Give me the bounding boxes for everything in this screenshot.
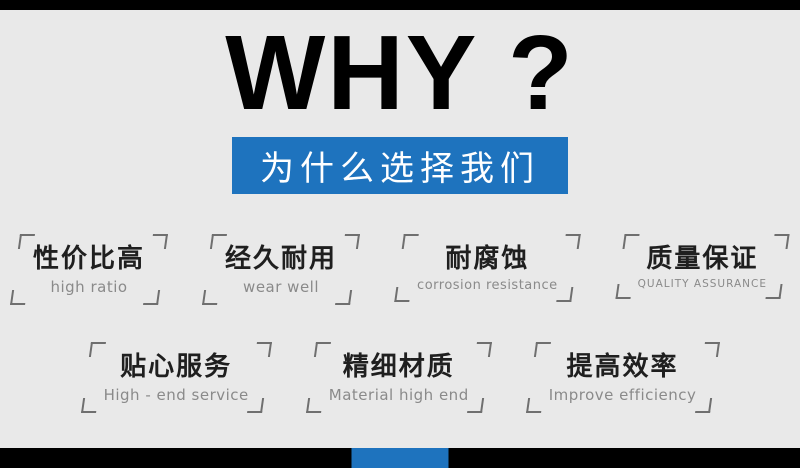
feature-subtitle: Material high end <box>328 386 469 405</box>
feature-subtitle: QUALITY ASSURANCE <box>637 278 767 291</box>
bottom-black-bar <box>0 448 800 468</box>
feature-title: 贴心服务 <box>120 352 233 382</box>
corner-bracket-top-right <box>150 234 169 249</box>
feature-title: 质量保证 <box>646 244 759 274</box>
corner-bracket-bottom-left <box>80 398 98 414</box>
corner-bracket-bottom-right <box>246 398 264 414</box>
subtitle-text: 为什么选择我们 <box>260 149 540 189</box>
feature-subtitle: High - end service <box>103 386 249 405</box>
corner-bracket-bottom-left <box>525 398 543 414</box>
corner-bracket-top-right <box>772 234 790 249</box>
feature-subtitle: corrosion resistance <box>417 278 558 294</box>
corner-bracket-bottom-left <box>615 284 633 300</box>
feature-item-high-end-service: 贴心服务 High - end service <box>80 342 272 414</box>
feature-item-quality-assurance: 质量保证 QUALITY ASSURANCE <box>615 234 790 300</box>
corner-bracket-bottom-left <box>394 287 412 303</box>
feature-title: 提高效率 <box>566 352 679 382</box>
feature-item-improve-efficiency: 提高效率 Improve efficiency <box>525 342 720 414</box>
bottom-blue-block <box>351 448 449 468</box>
feature-title: 性价比高 <box>33 244 146 274</box>
feature-item-material-high-end: 精细材质 Material high end <box>305 342 492 414</box>
features-row-1: 性价比高 high ratio 经久耐用 wear well 耐腐蚀 corro… <box>0 234 800 306</box>
corner-bracket-bottom-right <box>335 290 353 306</box>
corner-bracket-top-right <box>702 342 720 357</box>
feature-item-corrosion-resistance: 耐腐蚀 corrosion resistance <box>394 234 581 303</box>
corner-bracket-top-right <box>474 342 492 357</box>
corner-bracket-top-right <box>254 342 272 357</box>
corner-bracket-bottom-right <box>466 398 484 414</box>
corner-bracket-bottom-right <box>765 284 783 300</box>
corner-bracket-bottom-left <box>202 290 220 306</box>
corner-bracket-bottom-left <box>305 398 323 414</box>
feature-item-wear-well: 经久耐用 wear well <box>202 234 361 306</box>
corner-bracket-bottom-right <box>143 290 161 306</box>
top-black-bar <box>0 0 800 10</box>
subtitle-banner: 为什么选择我们 <box>232 137 568 194</box>
feature-subtitle: Improve efficiency <box>548 386 697 405</box>
feature-item-high-ratio: 性价比高 high ratio <box>10 234 169 306</box>
feature-subtitle: high ratio <box>50 278 128 297</box>
feature-subtitle: wear well <box>243 278 320 297</box>
feature-title: 耐腐蚀 <box>445 244 530 274</box>
corner-bracket-bottom-left <box>10 290 28 306</box>
corner-bracket-top-right <box>342 234 361 249</box>
corner-bracket-bottom-right <box>694 398 712 414</box>
features-row-2: 贴心服务 High - end service 精细材质 Material hi… <box>0 342 800 414</box>
main-title: WHY ? <box>225 14 575 132</box>
corner-bracket-top-right <box>563 234 581 249</box>
feature-title: 经久耐用 <box>225 244 338 274</box>
corner-bracket-bottom-right <box>555 287 573 303</box>
corner-bracket-top-left <box>622 234 640 249</box>
feature-title: 精细材质 <box>342 352 455 382</box>
